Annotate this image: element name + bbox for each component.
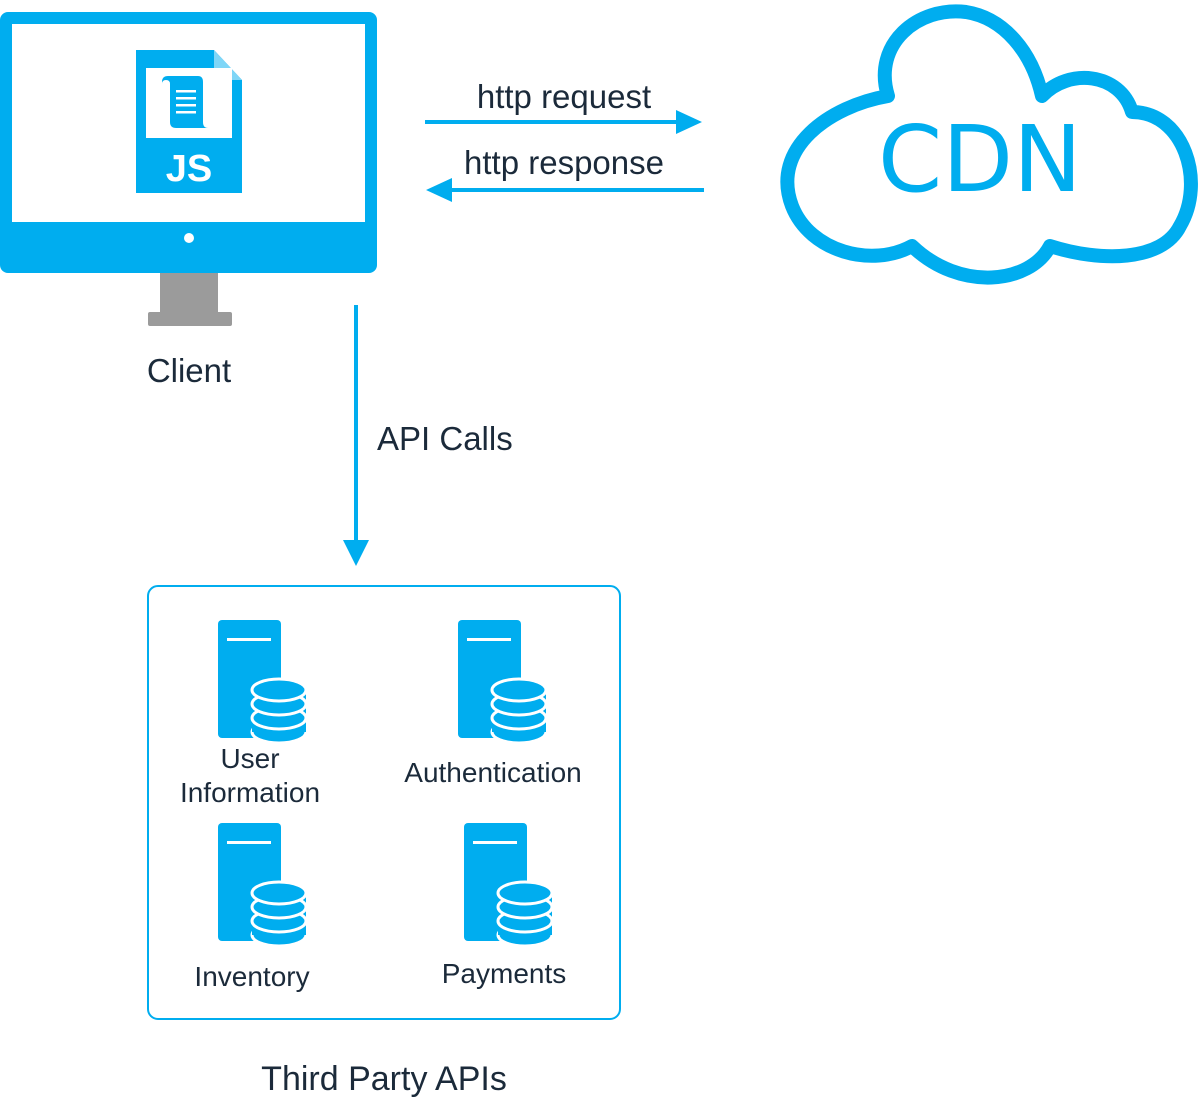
third-party-apis-title: Third Party APIs bbox=[261, 1060, 507, 1098]
http-response-arrow bbox=[426, 178, 704, 202]
client-label: Client bbox=[146, 352, 232, 389]
api-calls-label: API Calls bbox=[377, 420, 513, 457]
user-information-label: User Information bbox=[179, 743, 321, 808]
inventory-server-icon bbox=[218, 823, 308, 948]
http-request-label: http request bbox=[476, 78, 652, 115]
payments-label: Payments bbox=[441, 958, 567, 989]
cdn-cloud-icon bbox=[780, 4, 1198, 285]
js-file-badge: JS bbox=[165, 148, 213, 190]
authentication-label: Authentication bbox=[404, 757, 582, 788]
user-information-server-icon bbox=[218, 620, 308, 745]
http-response-label: http response bbox=[464, 144, 664, 181]
inventory-label: Inventory bbox=[194, 961, 310, 992]
payments-server-icon bbox=[464, 823, 554, 948]
js-file-icon bbox=[136, 50, 242, 193]
api-calls-arrow bbox=[343, 305, 369, 566]
authentication-server-icon bbox=[458, 620, 548, 745]
cdn-label: CDN bbox=[878, 106, 1082, 213]
http-request-arrow bbox=[425, 110, 702, 134]
